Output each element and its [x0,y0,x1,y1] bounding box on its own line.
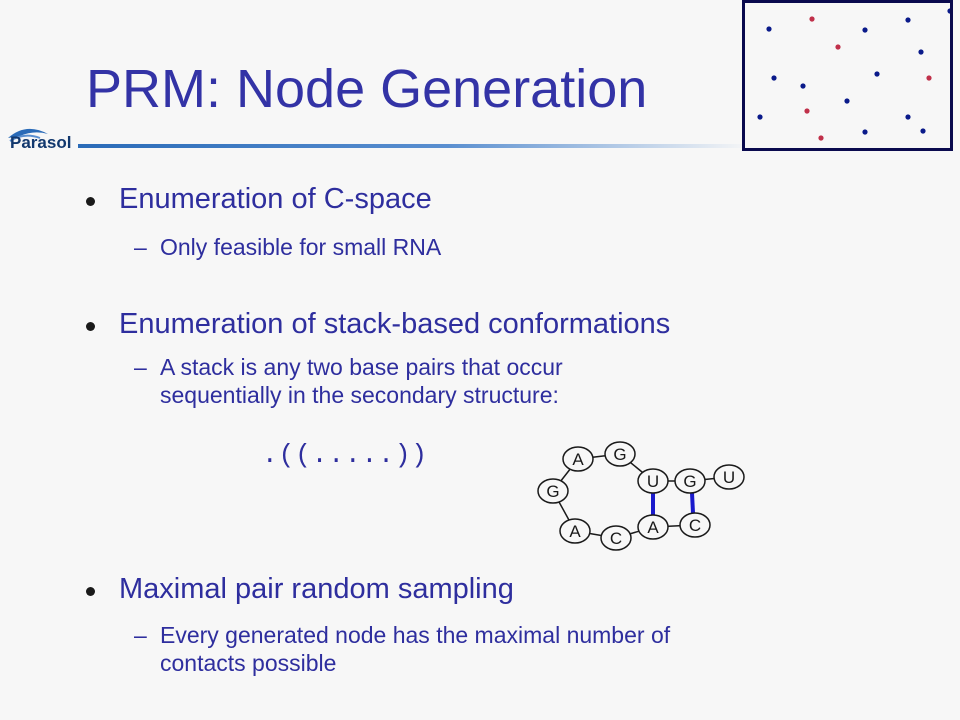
sample-point [947,8,953,14]
sample-point [771,75,777,81]
sample-point [905,114,911,120]
bullet-3-sub-2: contacts possible [160,650,337,676]
sample-point [818,135,824,141]
sub-dash: – [134,354,147,380]
sub-dash: – [134,622,147,648]
slide-title: PRM: Node Generation [86,59,648,119]
base-label: A [569,522,581,541]
bullet-2-text: Enumeration of stack-based conformations [119,308,671,340]
random-samples-plot [742,0,953,151]
sample-point [874,71,880,77]
sample-point [926,75,932,81]
base-label: A [572,450,584,469]
sub-dash: – [134,234,147,260]
bullet-1-sub-1: Only feasible for small RNA [160,234,442,260]
dot-bracket-notation: .((.....)) [262,440,429,470]
base-label: C [689,516,701,535]
bullet-2-sub-2: sequentially in the secondary structure: [160,382,559,408]
base-label: U [647,472,659,491]
bullet-dot-icon [86,322,95,331]
title-divider [78,144,750,148]
base-label: G [613,445,626,464]
base-label: A [647,518,659,537]
sample-point [862,27,868,33]
rna-secondary-structure-diagram: G A G U G U A C A C [537,441,745,551]
sample-point [800,83,806,89]
sample-point [920,128,926,134]
bullet-2-sub-1: A stack is any two base pairs that occur [160,354,563,380]
bullet-3-text: Maximal pair random sampling [119,573,514,605]
sample-point [766,26,772,32]
bullet-3-sub-1: Every generated node has the maximal num… [160,622,671,648]
sample-points [757,8,953,141]
sample-point [757,114,763,120]
base-label: C [610,529,622,548]
sample-point [835,44,841,50]
sample-point [809,16,815,22]
base-label: G [546,482,559,501]
bullet-1-text: Enumeration of C-space [119,183,432,215]
bullet-dot-icon [86,197,95,206]
sample-point [804,108,810,114]
sample-point [905,17,911,23]
base-label: U [723,468,735,487]
base-label: G [683,472,696,491]
logo-text: Parasol [10,133,72,152]
sample-point [844,98,850,104]
bullet-dot-icon [86,587,95,596]
sample-point [918,49,924,55]
parasol-logo-icon [8,128,48,142]
sample-point [862,129,868,135]
